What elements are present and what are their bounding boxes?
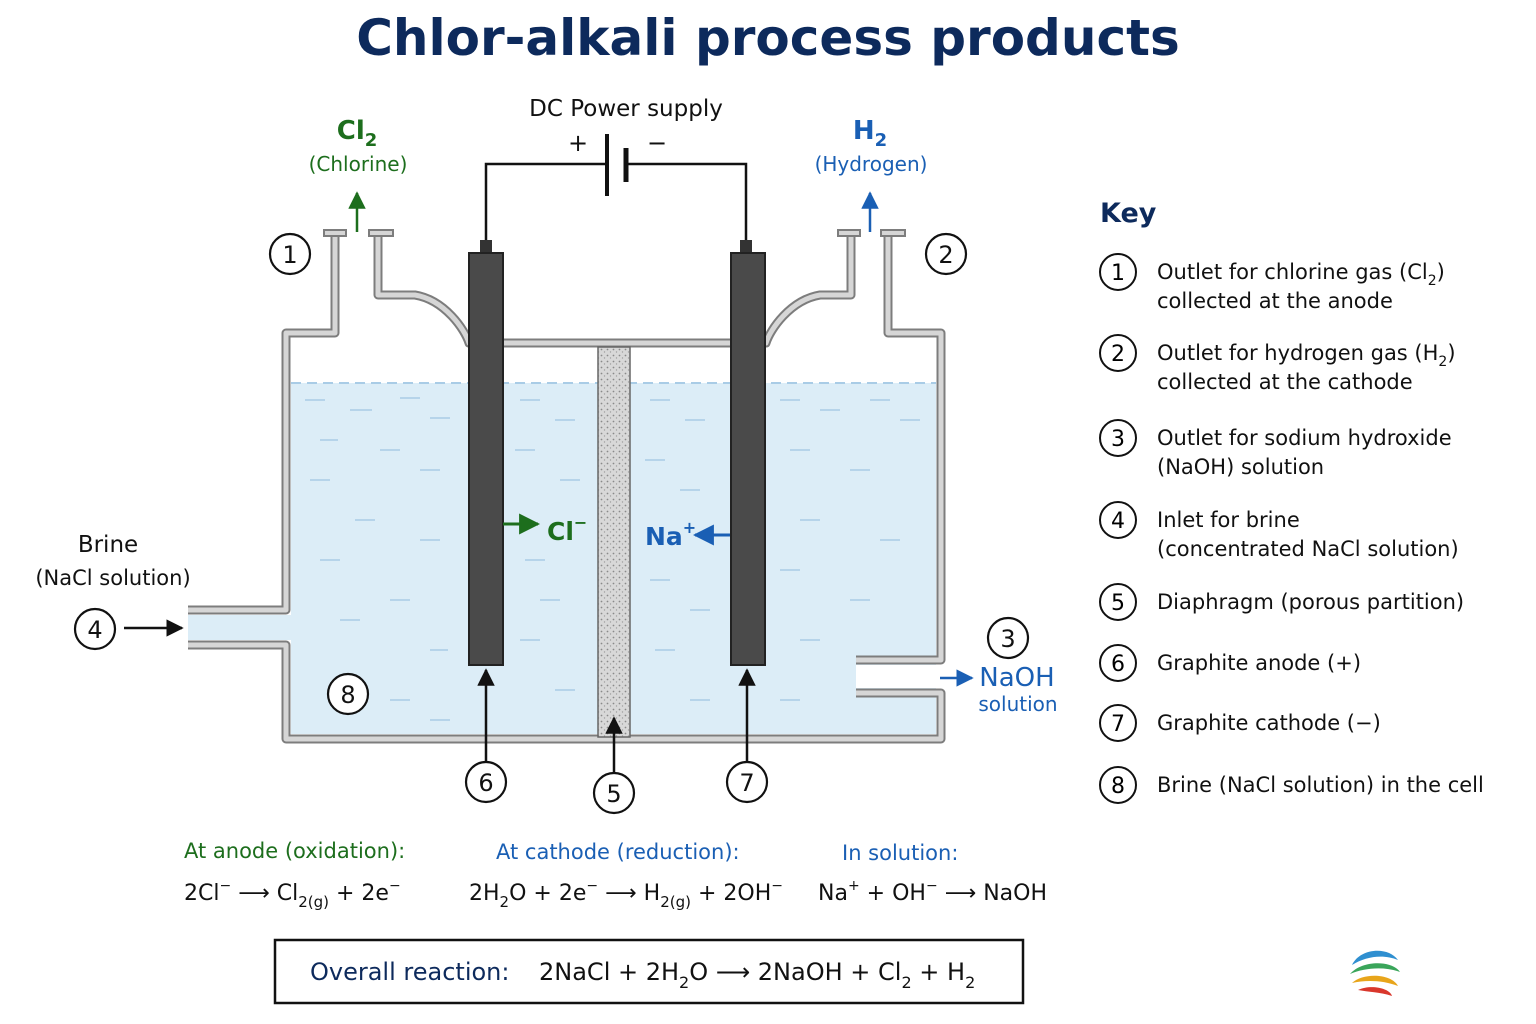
diaphragm: [597, 346, 631, 738]
marker-8: 8: [326, 672, 370, 716]
key-item-number: 8: [1111, 774, 1125, 799]
graphite-anode: [468, 252, 504, 666]
svg-text:7: 7: [739, 769, 754, 797]
page-title: Chlor-alkali process products: [356, 9, 1180, 67]
key-item: 1 Outlet for chlorine gas (Cl2)collected …: [1099, 253, 1445, 313]
key-item-number: 4: [1111, 509, 1125, 534]
key-item-marker: [1099, 644, 1137, 682]
key-item-marker: [1099, 583, 1137, 621]
key-item-number: 2: [1111, 342, 1125, 367]
key-title: Key: [1100, 198, 1157, 229]
svg-text:2: 2: [938, 241, 953, 269]
key-item: 7 Graphite cathode (−): [1099, 704, 1381, 742]
key-item-line1: Brine (NaCl solution) in the cell: [1157, 773, 1484, 797]
key-item-line2: (concentrated NaCl solution): [1157, 537, 1459, 561]
marker-3: 3: [986, 616, 1030, 660]
key-item: 3 Outlet for sodium hydroxide (NaOH) solut…: [1099, 419, 1452, 479]
key-item-marker: [1099, 704, 1137, 742]
key-item-number: 5: [1111, 591, 1125, 616]
cathode-equation-title: At cathode (reduction):: [496, 840, 740, 864]
brine-label: Brine: [78, 532, 138, 558]
key-item-line1: Graphite anode (+): [1157, 651, 1361, 675]
key-item-line1: Outlet for sodium hydroxide: [1157, 426, 1452, 450]
svg-text:1: 1: [282, 241, 297, 269]
key-item-line1: Graphite cathode (−): [1157, 711, 1381, 735]
key-item: 5 Diaphragm (porous partition): [1099, 583, 1464, 621]
overall-reaction-box: [273, 938, 1025, 1005]
svg-text:3: 3: [1000, 625, 1015, 653]
marker-7: 7: [725, 760, 769, 804]
brine-solution: [188, 383, 936, 734]
solution-equation: Na+ + OH− ⟶ NaOH: [818, 878, 1047, 906]
marker-4: 4: [73, 607, 117, 651]
svg-text:5: 5: [606, 780, 621, 808]
key-item: 6 Graphite anode (+): [1099, 644, 1361, 682]
key-item-marker: [1099, 419, 1137, 457]
marker-6: 6: [464, 760, 508, 804]
key-item-line1: Outlet for chlorine gas (Cl2): [1157, 260, 1445, 289]
marker-1: 1: [268, 232, 312, 276]
key-item: 2 Outlet for hydrogen gas (H2)collected a…: [1099, 334, 1456, 394]
cathode-equation: 2H2O + 2e− ⟶ H2(g) + 2OH−: [469, 878, 783, 911]
key-item: 4 Inlet for brine (concentrated NaCl solut…: [1099, 501, 1459, 561]
key-item-marker: [1099, 766, 1137, 804]
marker-5: 5: [592, 771, 636, 815]
hydrogen-formula: H2: [853, 116, 887, 151]
key-item-line1: Inlet for brine: [1157, 508, 1300, 532]
key-item-line2: collected at the cathode: [1157, 370, 1413, 394]
power-minus-sign: −: [647, 129, 667, 157]
anode-terminal: [480, 240, 492, 254]
marker-2: 2: [924, 232, 968, 276]
key-item-marker: [1099, 501, 1137, 539]
key-item-line2: (NaOH) solution: [1157, 455, 1324, 479]
svg-text:6: 6: [478, 769, 493, 797]
na-ion-label: Na+: [645, 518, 696, 551]
cl-ion-label: Cl−: [547, 513, 587, 546]
chlorine-name: (Chlorine): [309, 152, 408, 176]
key-item-line1: Outlet for hydrogen gas (H2): [1157, 341, 1456, 370]
brand-logo: [1350, 950, 1400, 998]
graphite-cathode: [730, 252, 766, 666]
power-plus-sign: +: [568, 129, 588, 157]
key-item-marker: [1099, 253, 1137, 291]
anode-equation: 2Cl− ⟶ Cl2(g) + 2e−: [184, 878, 401, 911]
key-item-number: 3: [1111, 427, 1125, 452]
key-item-number: 6: [1111, 652, 1125, 677]
overall-reaction-label: Overall reaction:: [310, 958, 509, 986]
naoh-label: NaOH: [979, 663, 1054, 693]
svg-text:8: 8: [340, 681, 355, 709]
key-item-marker: [1099, 334, 1137, 372]
water-ripples: [305, 397, 920, 721]
key-item: 8 Brine (NaCl solution) in the cell: [1099, 766, 1484, 804]
svg-text:4: 4: [87, 616, 102, 644]
solution-equation-title: In solution:: [842, 841, 958, 865]
key-item-line2: collected at the anode: [1157, 289, 1393, 313]
brine-subtitle: (NaCl solution): [35, 566, 190, 590]
key-item-line1: Diaphragm (porous partition): [1157, 590, 1464, 614]
hydrogen-name: (Hydrogen): [815, 152, 928, 176]
power-circuit-wires: [484, 162, 748, 242]
chlorine-formula: Cl2: [337, 116, 378, 151]
anode-equation-title: At anode (oxidation):: [184, 839, 405, 863]
key-item-number: 7: [1111, 712, 1125, 737]
key-item-number: 1: [1111, 261, 1125, 286]
naoh-subtitle: solution: [978, 692, 1057, 716]
power-supply-label: DC Power supply: [529, 96, 723, 122]
cathode-terminal: [740, 240, 752, 254]
